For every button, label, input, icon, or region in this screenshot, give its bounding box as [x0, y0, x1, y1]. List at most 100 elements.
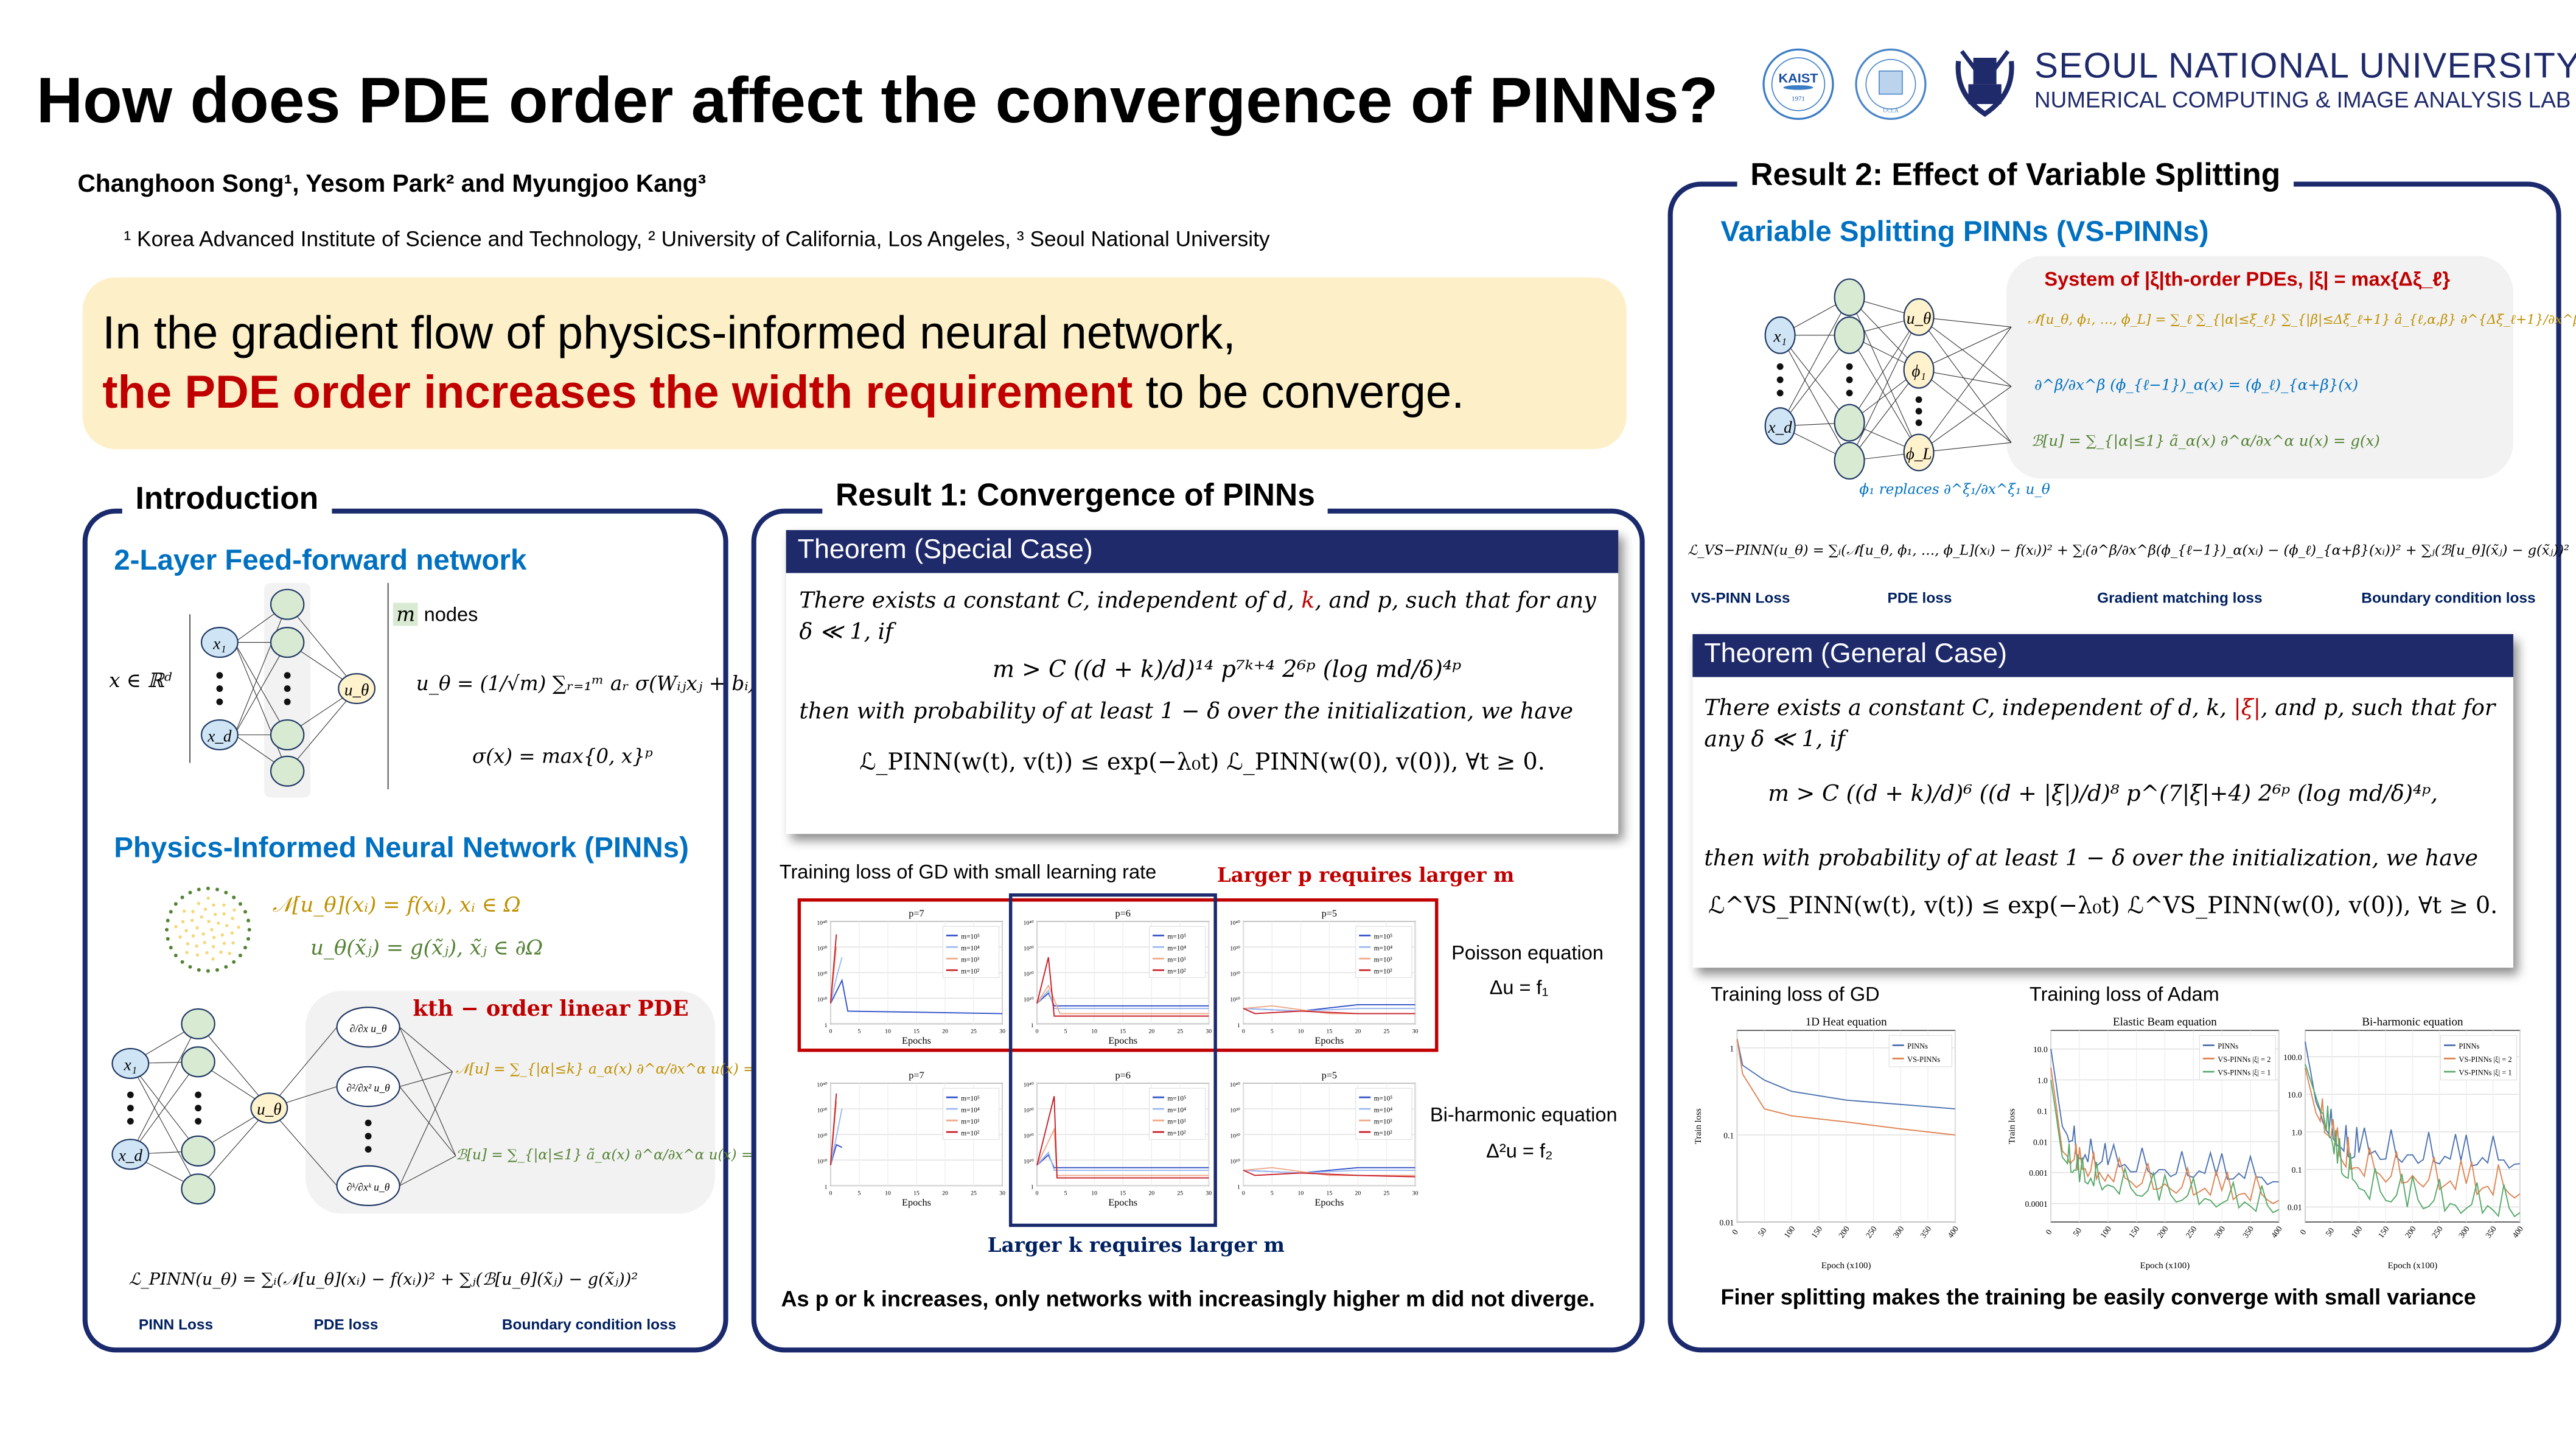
y-tick-label: 10²⁰ [1024, 1133, 1034, 1140]
x-tick-label: 5 [1064, 1190, 1067, 1196]
series-line-m=10⁴ [1243, 1170, 1415, 1174]
legend-label: PINNs [1907, 1042, 1928, 1050]
y-tick-label: 0.001 [2029, 1168, 2047, 1178]
legend-label: VS-PINNs [1907, 1055, 1940, 1064]
x-tick-label: 250 [2184, 1224, 2199, 1240]
ucla-seal-text: UCLA [1883, 108, 1899, 114]
x-tick-label: 0 [829, 1028, 832, 1035]
x-tick-label: 25 [1384, 1028, 1390, 1035]
x-tick-label: 10 [885, 1028, 891, 1035]
pinn-loss-label: PINN Loss [138, 1316, 214, 1333]
pde-loss-label: PDE loss [313, 1316, 379, 1333]
key-finding-line1: In the gradient flow of physics-informed… [102, 307, 1236, 358]
y-tick-label: 10²⁰ [1024, 971, 1034, 978]
legend-label: m=10² [1167, 968, 1186, 976]
x-tick-label: 10 [885, 1190, 891, 1196]
plot-title: p=5 [1322, 1069, 1337, 1081]
theorem-text: δ ≪ 1, if [799, 621, 893, 646]
interior-point [201, 932, 205, 936]
boundary-point [224, 890, 228, 895]
y-tick-label: 10³⁰ [817, 946, 828, 952]
series-line-m=10² [829, 934, 837, 1004]
legend-label: m=10² [961, 1130, 980, 1137]
vs-pinn-loss-label: VS-PINN Loss [1691, 589, 1790, 606]
y-tick-label: 10²⁰ [817, 1133, 828, 1140]
legend-label: m=10⁵ [1374, 934, 1393, 941]
y-tick-label: 10³⁰ [1230, 946, 1240, 952]
interior-point [191, 934, 195, 938]
y-tick-label: 10.0 [2033, 1045, 2048, 1054]
x-tick-label: 30 [1206, 1190, 1212, 1196]
y-tick-label: 10¹⁰ [1230, 1159, 1240, 1165]
x-tick-label: 50 [1756, 1226, 1768, 1238]
x-tick-label: 5 [1271, 1028, 1274, 1035]
poisson-eq: Δu = f₁ [1489, 976, 1549, 999]
input-node-x1-label: x₁ [124, 1055, 137, 1074]
series-line-PINNs [1736, 1039, 1955, 1110]
interior-point [222, 941, 226, 945]
boundary-point [232, 960, 236, 964]
y-tick-label: 1 [1237, 1184, 1240, 1191]
y-tick-label: 10¹⁰ [1024, 1159, 1034, 1165]
x-tick-label: 100 [2098, 1224, 2113, 1240]
hidden-node [270, 627, 305, 658]
interior-point [210, 927, 214, 932]
interior-point [237, 925, 240, 929]
interior-point [219, 950, 223, 954]
ffn-diagram: x₁ x_d u_θ [189, 582, 389, 798]
x-tick-label: 50 [2323, 1226, 2336, 1238]
legend-label: m=10³ [1374, 957, 1393, 964]
y-tick-label: 0.1 [1723, 1131, 1734, 1140]
bc-loss-label: Boundary condition loss [2361, 589, 2536, 606]
x-axis-label: Epoch (x100) [1821, 1261, 1871, 1271]
width-condition: m > C ((d + k)/d)⁶ ((d + |ξ|)/d)⁸ p^(7|ξ… [1768, 781, 2438, 808]
y-tick-label: 0.01 [2288, 1203, 2302, 1212]
interior-point [230, 931, 234, 935]
interior-point [211, 944, 215, 949]
x-tick-label: 200 [1837, 1224, 1851, 1240]
interior-point [178, 935, 182, 939]
m-nodes-label: nodes [424, 602, 478, 626]
x-tick-label: 20 [942, 1190, 948, 1196]
legend-box [1149, 926, 1206, 978]
boundary-point [166, 937, 170, 941]
convergence-bound: ℒ^VS_PINN(w(t), v(t)) ≤ exp(−λ₀t) ℒ^VS_P… [1708, 893, 2498, 920]
interior-point [213, 912, 217, 917]
boundary-point [224, 965, 228, 969]
series-line-VS-PINNs [1736, 1039, 1955, 1136]
result1-title: Result 1: Convergence of PINNs [822, 478, 1328, 515]
series-line-m=10² [829, 1093, 837, 1165]
y-tick-label: 10⁴⁰ [817, 1081, 827, 1088]
y-tick-label: 10¹⁰ [1024, 997, 1034, 1004]
interior-point [200, 915, 203, 919]
series-line-VS-PINNs |ξ| = 2 [2050, 1067, 2280, 1204]
replace-note: ϕ₁ replaces ∂^ξ₁/∂x^ξ₁ u_θ [1859, 482, 2050, 499]
boundary-point [188, 965, 192, 969]
theorem-special-case: Theorem (Special Case) There exists a co… [786, 530, 1619, 834]
y-tick-label: 10³⁰ [1230, 1108, 1240, 1114]
y-tick-label: 10⁴⁰ [1024, 1081, 1034, 1088]
result2-conclusion: Finer splitting makes the training be ea… [1720, 1285, 2476, 1310]
legend-label: VS-PINNs |ξ| = 2 [2459, 1055, 2511, 1064]
hidden-node [270, 719, 305, 751]
y-tick-label: 0.0001 [2025, 1199, 2047, 1209]
y-tick-label: 1.0 [2292, 1128, 2302, 1137]
legend-label: PINNs [2459, 1042, 2479, 1050]
x-tick-label: 5 [857, 1028, 860, 1035]
output-node-label: u_θ [344, 680, 369, 699]
boundary-point [169, 910, 173, 914]
y-tick-label: 1 [1730, 1044, 1734, 1053]
derivative-node-2: ∂²/∂x² u_θ [346, 1082, 390, 1094]
lab-name: NUMERICAL COMPUTING & IMAGE ANALYSIS LAB [2034, 87, 2571, 113]
boundary-point [173, 954, 178, 957]
x-axis-label: Epochs [902, 1196, 931, 1208]
x-tick-label: 100 [2350, 1224, 2364, 1240]
collocation-points-icon [165, 886, 251, 973]
x-tick-label: 0 [1242, 1190, 1245, 1196]
theorem-general-title: Theorem (General Case) [1692, 634, 2513, 677]
legend-label: m=10³ [961, 1119, 980, 1126]
legend-label: m=10⁴ [1167, 1107, 1186, 1114]
legend-label: VS-PINNs |ξ| = 1 [2459, 1068, 2511, 1077]
